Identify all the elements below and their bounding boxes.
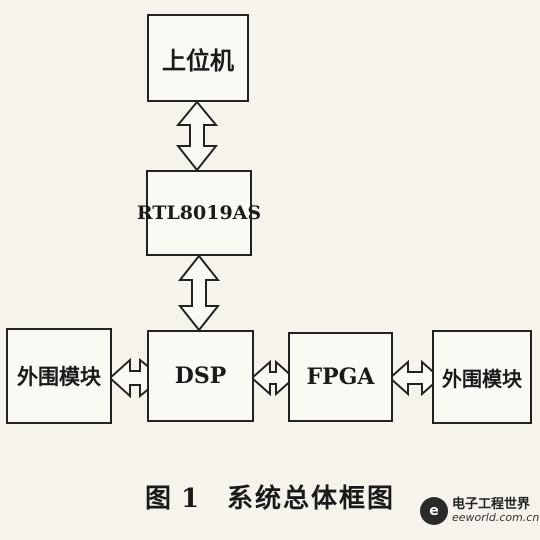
watermark-title: 电子工程世界 — [452, 496, 531, 512]
fpga-label: FPGA — [306, 364, 375, 390]
eeworld-logo-icon: e — [420, 497, 448, 525]
dsp-label: DSP — [174, 363, 227, 389]
peripheral-left-label: 外围模块 — [17, 364, 101, 389]
peripheral-right-block: 外围模块 — [432, 330, 532, 424]
peripheral-left-block: 外围模块 — [6, 328, 112, 424]
host-computer-label: 上位机 — [162, 45, 234, 75]
watermark-url: eeworld.com.cn — [452, 511, 540, 525]
peripheral-right-label: 外围模块 — [442, 366, 522, 391]
caption-text: 系统总体框图 — [227, 484, 396, 514]
dsp-block: DSP — [147, 330, 254, 422]
arrow-rtl-dsp — [177, 254, 221, 332]
fpga-block: FPGA — [288, 332, 393, 422]
rtl8019as-block: RTL8019AS — [137, 170, 261, 256]
caption-number: 1 — [180, 484, 202, 514]
caption-prefix: 图 — [144, 484, 173, 514]
rtl8019as-label: RTL8019AS — [136, 202, 262, 224]
watermark-text: 电子工程世界 eeworld.com.cn — [452, 496, 540, 525]
host-computer-block: 上位机 — [147, 14, 249, 102]
eeworld-watermark: e 电子工程世界 eeworld.com.cn — [420, 488, 539, 534]
arrow-host-rtl — [175, 100, 219, 172]
